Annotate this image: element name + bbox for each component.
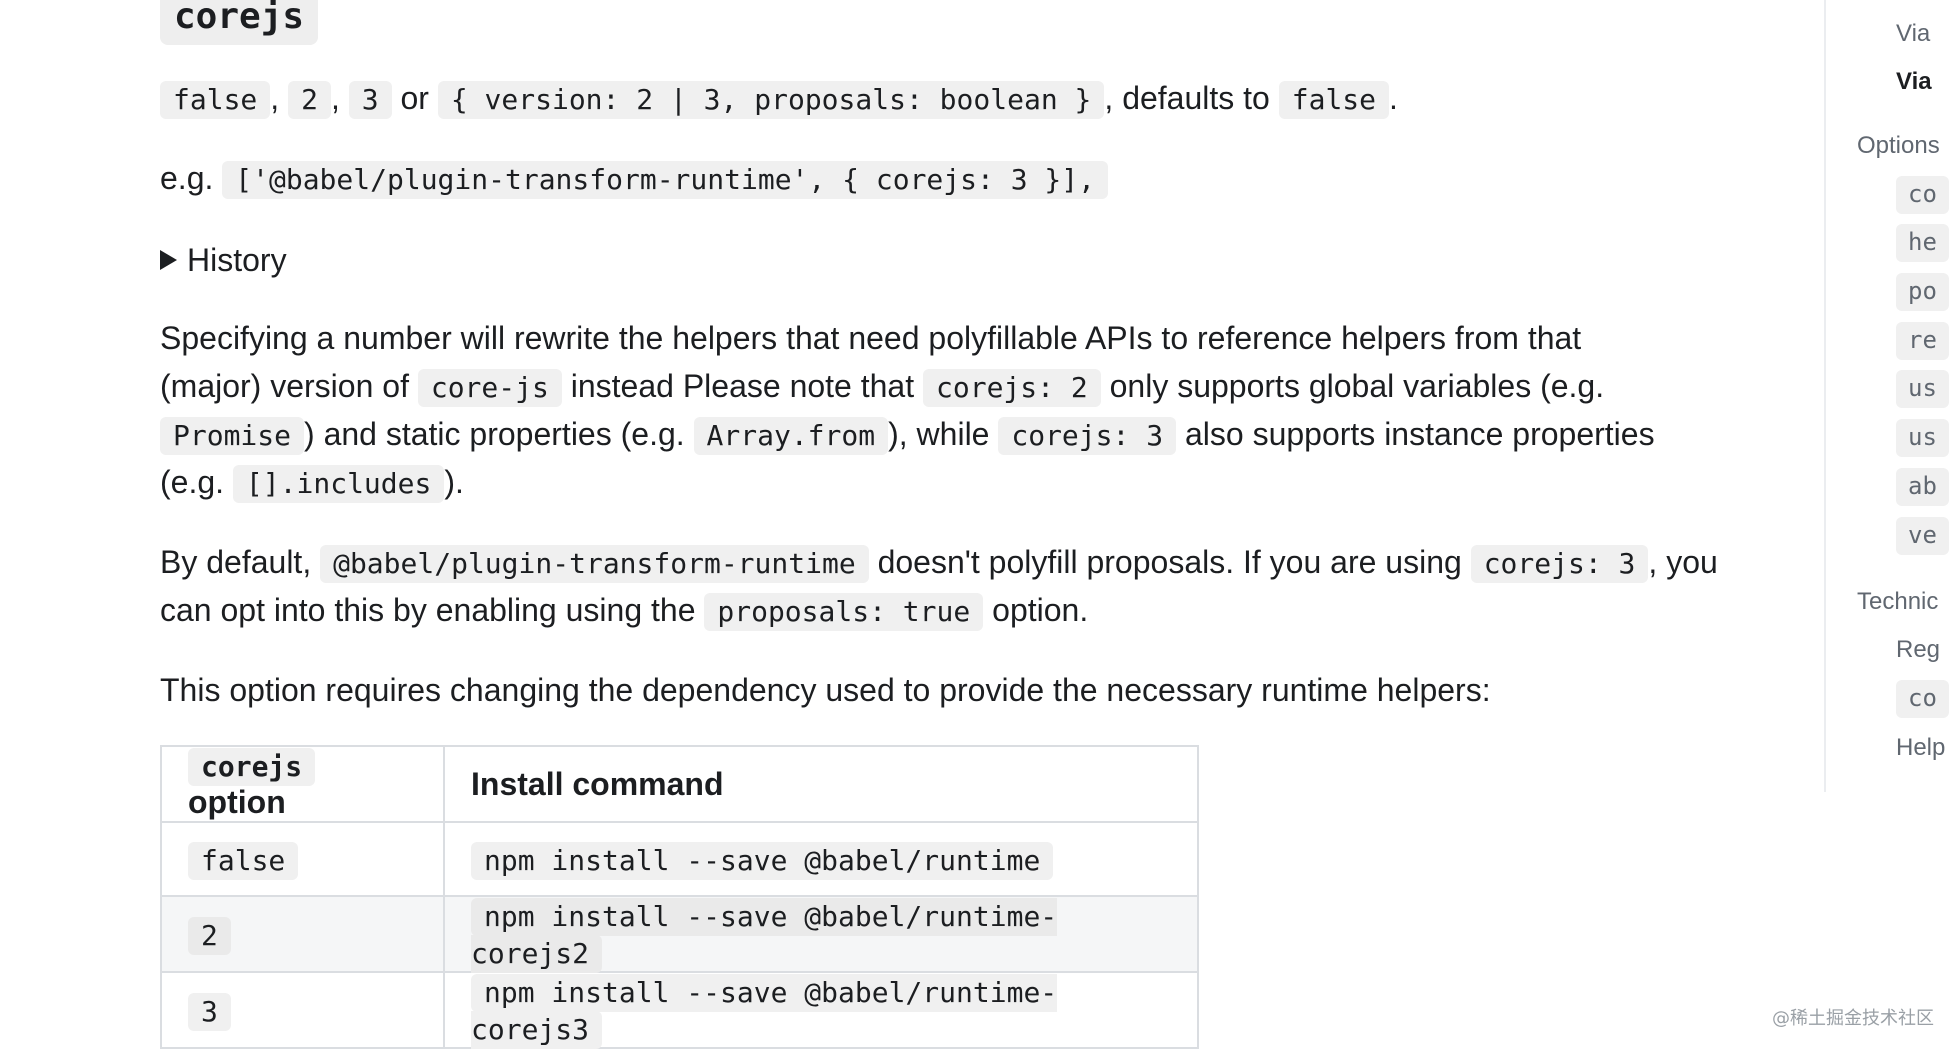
table-row: 2 npm install --save @babel/runtime-core…	[160, 895, 1199, 973]
toc-item-via-2[interactable]: Via	[1896, 68, 1932, 95]
or-text: or	[400, 80, 429, 116]
para2-line1: By default, @babel/plugin-transform-runt…	[160, 538, 1718, 588]
text: also supports instance properties	[1184, 416, 1655, 452]
inline-code: 2	[188, 916, 231, 955]
watermark: @稀土掘金技术社区	[1772, 1008, 1934, 1029]
text: only supports global variables (e.g.	[1109, 368, 1605, 404]
toc-item-option-code[interactable]: re	[1896, 322, 1949, 360]
toc-item-option-code[interactable]: us	[1896, 419, 1949, 457]
example-line: e.g. ['@babel/plugin-transform-runtime',…	[160, 154, 1108, 204]
history-toggle[interactable]: History	[160, 236, 287, 284]
table-row: 3 npm install --save @babel/runtime-core…	[160, 971, 1199, 1049]
text: option.	[992, 592, 1089, 628]
inline-code: 3	[188, 992, 231, 1031]
inline-code: @babel/plugin-transform-runtime	[320, 545, 869, 583]
type-value-object: { version: 2 | 3, proposals: boolean }	[437, 81, 1105, 119]
table-row: false npm install --save @babel/runtime	[160, 821, 1199, 897]
text: (e.g.	[160, 464, 225, 500]
toc-item-option-code[interactable]: us	[1896, 370, 1949, 408]
inline-code: corejs: 3	[998, 417, 1177, 455]
table-cell-option: 3	[160, 971, 445, 1049]
table-of-contents-sidebar: Via Via Options co he po re us us ab ve …	[1824, 0, 1949, 792]
inline-code: core-js	[417, 369, 562, 407]
text: doesn't polyfill proposals. If you are u…	[877, 544, 1462, 580]
toc-item-reg[interactable]: Reg	[1896, 636, 1941, 663]
disclosure-triangle-icon	[160, 249, 177, 270]
text: ).	[444, 464, 464, 500]
toc-item-technical[interactable]: Technic	[1857, 588, 1939, 615]
para2-line2: can opt into this by enabling using the …	[160, 586, 1088, 636]
inline-code: npm install --save @babel/runtime-corejs…	[471, 974, 1058, 1049]
type-value-2: 2	[288, 81, 331, 119]
text: (major) version of	[160, 368, 409, 404]
example-code: ['@babel/plugin-transform-runtime', { co…	[222, 161, 1108, 199]
inline-code: [].includes	[232, 465, 445, 503]
header-label: option	[188, 784, 286, 820]
section-heading-corejs: corejs	[160, 0, 319, 45]
toc-item-option-code[interactable]: po	[1896, 273, 1949, 311]
paragraph-requires-changing: This option requires changing the depend…	[160, 672, 1491, 708]
install-command-table: corejs option Install command false npm …	[160, 745, 1199, 1049]
table-cell-command: npm install --save @babel/runtime-corejs…	[443, 971, 1199, 1049]
text: , you	[1648, 544, 1718, 580]
inline-code: Promise	[160, 417, 305, 455]
history-label: History	[187, 242, 287, 278]
para1-line3: Promise) and static properties (e.g. Arr…	[160, 410, 1655, 460]
type-value-3: 3	[348, 81, 392, 119]
default-value: false	[1278, 81, 1390, 119]
inline-code: Array.from	[693, 417, 889, 455]
text: instead Please note that	[570, 368, 915, 404]
separator: ,	[270, 80, 280, 116]
inline-code: proposals: true	[704, 593, 984, 631]
toc-item-option-code[interactable]: ab	[1896, 468, 1949, 506]
type-signature-line: false, 2, 3 or { version: 2 | 3, proposa…	[160, 74, 1398, 124]
text: ), while	[888, 416, 990, 452]
toc-item-option-code[interactable]: co	[1896, 176, 1949, 214]
table-cell-command: npm install --save @babel/runtime	[443, 821, 1199, 897]
inline-code: false	[188, 841, 299, 880]
table-header-install: Install command	[443, 745, 1199, 823]
period: .	[1389, 80, 1398, 116]
table-cell-command: npm install --save @babel/runtime-corejs…	[443, 895, 1199, 973]
text: ) and static properties (e.g.	[304, 416, 685, 452]
separator: ,	[330, 80, 340, 116]
para1-line2: (major) version of core-js instead Pleas…	[160, 362, 1604, 412]
toc-item-co-code[interactable]: co	[1896, 680, 1949, 718]
para1-line4: (e.g. [].includes).	[160, 458, 464, 508]
toc-item-option-code[interactable]: ve	[1896, 517, 1949, 555]
toc-item-option-code[interactable]: he	[1896, 224, 1949, 262]
table-header-row: corejs option Install command	[160, 745, 1199, 823]
table-cell-option: 2	[160, 895, 445, 973]
table-cell-option: false	[160, 821, 445, 897]
toc-item-via-1[interactable]: Via	[1896, 20, 1931, 47]
defaults-to-text: , defaults to	[1104, 80, 1270, 116]
text: Specifying a number will rewrite the hel…	[160, 320, 1582, 356]
toc-item-help[interactable]: Help	[1896, 734, 1946, 761]
text: By default,	[160, 544, 312, 580]
type-value-false: false	[160, 81, 271, 119]
table-header-option: corejs option	[160, 745, 445, 823]
example-prefix: e.g.	[160, 160, 214, 196]
para1-line1: Specifying a number will rewrite the hel…	[160, 314, 1581, 362]
text: can opt into this by enabling using the	[160, 592, 696, 628]
toc-item-options[interactable]: Options	[1857, 132, 1940, 159]
inline-code: corejs: 2	[923, 369, 1101, 407]
inline-code: npm install --save @babel/runtime-corejs…	[471, 898, 1058, 973]
inline-code: npm install --save @babel/runtime	[471, 841, 1054, 880]
inline-code: corejs	[188, 748, 316, 786]
inline-code: corejs: 3	[1470, 545, 1649, 583]
